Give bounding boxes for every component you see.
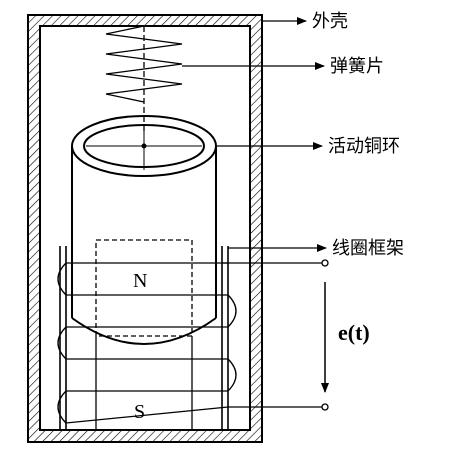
label-ring: 活动铜环 xyxy=(328,136,400,157)
label-spring: 弹簧片 xyxy=(330,56,384,77)
output-terminals xyxy=(321,259,329,411)
magnet xyxy=(95,239,193,431)
outer-shell xyxy=(27,14,263,443)
magnet-south-pole: S xyxy=(134,401,145,423)
coil-windings xyxy=(57,262,322,424)
label-shell: 外壳 xyxy=(312,11,348,32)
emf-label: e(t) xyxy=(338,320,370,345)
label-coil-frame: 线圈框架 xyxy=(332,238,404,259)
spring-leaf xyxy=(105,25,183,132)
moving-copper-ring xyxy=(71,115,217,345)
magnet-north-pole: N xyxy=(133,270,147,292)
leader-lines xyxy=(182,17,327,252)
